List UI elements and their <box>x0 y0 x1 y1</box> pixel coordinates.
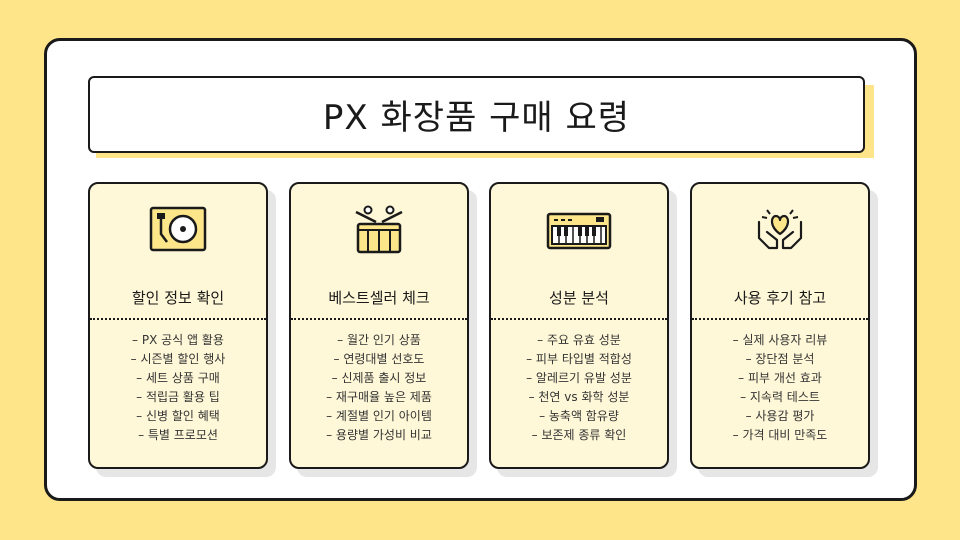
list-item: – 보존제 종류 확인 <box>531 428 627 442</box>
card-title: 사용 후기 참고 <box>733 289 827 307</box>
list-item: – PX 공식 앱 활용 <box>132 333 224 347</box>
dotted-divider <box>692 318 868 320</box>
card-title: 베스트셀러 체크 <box>328 289 430 307</box>
list-item: – 천연 vs 화학 성분 <box>528 390 630 404</box>
turntable-icon <box>143 204 213 254</box>
dotted-divider <box>291 318 467 320</box>
dotted-divider <box>90 318 266 320</box>
list-item: – 재구매율 높은 제품 <box>326 390 432 404</box>
card-bestseller-check: 베스트셀러 체크 – 월간 인기 상품 – 연령대별 선호도 – 신제품 출시 … <box>289 182 469 469</box>
page-title: PX 화장품 구매 요령 <box>322 98 631 138</box>
list-item: – 계절별 인기 아이템 <box>326 409 432 423</box>
list-item: – 용량별 가성비 비교 <box>326 428 432 442</box>
list-item: – 특별 프로모션 <box>138 428 218 442</box>
dotted-divider <box>491 318 667 320</box>
card-title: 성분 분석 <box>549 289 609 307</box>
list-item: – 적립금 활용 팁 <box>136 390 220 404</box>
list-item: – 알레르기 유발 성분 <box>526 371 632 385</box>
list-item: – 신제품 출시 정보 <box>331 371 427 385</box>
list-item: – 시즌별 할인 행사 <box>130 352 226 366</box>
list-item: – 주요 유효 성분 <box>537 333 621 347</box>
card-list: – PX 공식 앱 활용 – 시즌별 할인 행사 – 세트 상품 구매 – 적립… <box>90 331 266 445</box>
list-item: – 세트 상품 구매 <box>136 371 220 385</box>
list-item: – 농축액 함유량 <box>539 409 619 423</box>
list-item: – 피부 개선 효과 <box>738 371 822 385</box>
list-item: – 가격 대비 만족도 <box>732 428 828 442</box>
heart-hands-icon <box>745 204 815 254</box>
list-item: – 신병 할인 혜택 <box>136 409 220 423</box>
keyboard-icon <box>544 204 614 254</box>
card-discount-info: 할인 정보 확인 – PX 공식 앱 활용 – 시즌별 할인 행사 – 세트 상… <box>88 182 268 469</box>
list-item: – 피부 타입별 적합성 <box>526 352 632 366</box>
card-title: 할인 정보 확인 <box>131 289 225 307</box>
drum-icon <box>344 204 414 254</box>
title-box: PX 화장품 구매 요령 <box>88 76 865 153</box>
list-item: – 지속력 테스트 <box>740 390 820 404</box>
card-list: – 주요 유효 성분 – 피부 타입별 적합성 – 알레르기 유발 성분 – 천… <box>491 331 667 445</box>
list-item: – 월간 인기 상품 <box>337 333 421 347</box>
list-item: – 사용감 평가 <box>745 409 815 423</box>
list-item: – 장단점 분석 <box>745 352 815 366</box>
card-ingredient-analysis: 성분 분석 – 주요 유효 성분 – 피부 타입별 적합성 – 알레르기 유발 … <box>489 182 669 469</box>
list-item: – 연령대별 선호도 <box>333 352 425 366</box>
card-review-reference: 사용 후기 참고 – 실제 사용자 리뷰 – 장단점 분석 – 피부 개선 효과… <box>690 182 870 469</box>
list-item: – 실제 사용자 리뷰 <box>732 333 828 347</box>
card-list: – 월간 인기 상품 – 연령대별 선호도 – 신제품 출시 정보 – 재구매율… <box>291 331 467 445</box>
card-list: – 실제 사용자 리뷰 – 장단점 분석 – 피부 개선 효과 – 지속력 테스… <box>692 331 868 445</box>
